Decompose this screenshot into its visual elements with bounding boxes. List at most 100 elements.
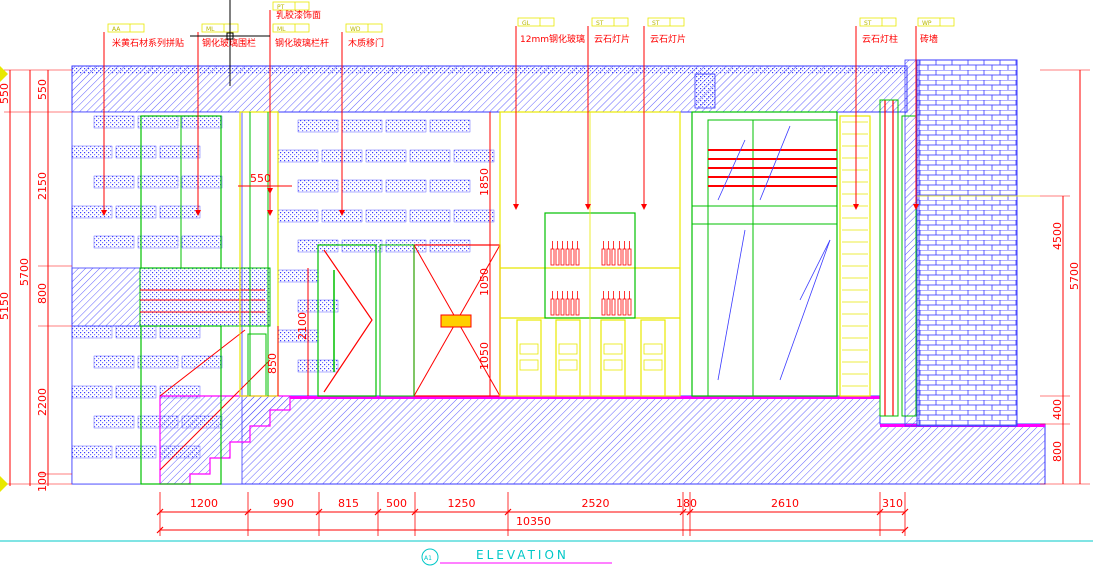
stone-tile	[429, 239, 471, 253]
bottle-icon	[601, 241, 616, 266]
bottom-dim-segment: 990	[273, 497, 294, 510]
annotation-text: 云石灯柱	[862, 33, 898, 45]
bottle-icon	[550, 241, 565, 266]
annotation-tag: ML 钢化玻璃围栏	[195, 23, 256, 216]
bar-stool	[516, 319, 542, 397]
interior-dim-1850: 1850	[478, 168, 491, 196]
interior-dimensions	[238, 112, 491, 396]
bottom-dim-segment: 180	[676, 497, 697, 510]
stone-tile	[297, 119, 339, 133]
annotation-text: 乳胶漆饰面	[276, 9, 321, 21]
annotation-text: 12mm钢化玻璃	[520, 33, 585, 45]
annotation-text: 木质移门	[348, 37, 384, 49]
stone-tile	[341, 179, 383, 193]
stone-tile	[71, 385, 113, 399]
bottom-dim-segment: 2610	[771, 497, 799, 510]
interior-dim-1050-upper: 1050	[478, 268, 491, 296]
stone-tile	[93, 415, 135, 429]
stone-tile	[181, 115, 223, 129]
left-dim-5150: 5150	[0, 292, 11, 320]
stone-tile	[429, 179, 471, 193]
bottle-icon	[565, 291, 580, 316]
bottom-dim-total: 10350	[516, 515, 551, 528]
stone-tile	[181, 175, 223, 189]
stone-tile	[409, 209, 451, 223]
annotation-text: 钢化玻璃栏杆	[275, 37, 329, 49]
bottom-dimensions	[0, 492, 1093, 542]
stone-tile	[71, 205, 113, 219]
svg-text:ML: ML	[206, 26, 215, 33]
elevation-label: ELEVATION	[476, 548, 569, 562]
svg-text:PT: PT	[277, 4, 285, 11]
elevation-marker: A1	[424, 555, 432, 562]
stone-tile	[137, 235, 179, 249]
stone-tile	[159, 145, 201, 159]
interior-dim-550: 550	[250, 172, 271, 185]
annotation-text: 云石灯片	[594, 33, 630, 45]
annotation-text: 云石灯片	[650, 33, 686, 45]
staircase	[159, 329, 291, 485]
bottle-icon	[617, 291, 632, 316]
bottom-dim-segment: 1250	[448, 497, 476, 510]
svg-text:GL: GL	[522, 20, 531, 27]
bottom-dim-segment: 815	[338, 497, 359, 510]
bar-display	[499, 111, 681, 397]
annotation-tag: GL 12mm钢化玻璃	[513, 17, 585, 210]
light-column	[839, 99, 917, 417]
stone-tile	[277, 209, 319, 223]
door-x	[379, 244, 501, 397]
interior-dim-850: 850	[266, 353, 279, 374]
stone-tile	[385, 179, 427, 193]
bar-stool	[640, 319, 666, 397]
stone-tile	[409, 149, 451, 163]
stone-tile	[297, 179, 339, 193]
bottle-icon	[565, 241, 580, 266]
left-dim-2150: 2150	[36, 172, 49, 200]
svg-text:ST: ST	[864, 20, 872, 27]
right-dim-5700: 5700	[1068, 262, 1081, 290]
brick-wall	[904, 59, 1018, 427]
bottle-icon	[617, 241, 632, 266]
stone-tile	[137, 175, 179, 189]
stone-tile	[365, 209, 407, 223]
right-dim-400: 400	[1051, 399, 1064, 420]
left-dim-100: 100	[36, 471, 49, 492]
wooden-sliding-door	[317, 244, 377, 397]
elevation-title: A1 ELEVATION	[421, 548, 612, 566]
left-dimensions	[0, 66, 72, 492]
stone-tile	[93, 115, 135, 129]
annotation-tag: ST 云石灯片	[585, 17, 630, 210]
stone-tile	[341, 119, 383, 133]
cad-crosshair-cursor	[190, 0, 270, 86]
right-dim-800: 800	[1051, 441, 1064, 462]
svg-text:ST: ST	[652, 20, 660, 27]
bottle-icon	[550, 291, 565, 316]
bottom-dim-segment: 310	[882, 497, 903, 510]
annotation-tag: ST 云石灯片	[641, 17, 686, 210]
annotation-text: 钢化玻璃围栏	[202, 37, 256, 49]
glass-partition	[691, 111, 838, 397]
ceiling-slab	[71, 65, 908, 113]
stone-tile	[181, 355, 223, 369]
stone-tile	[71, 325, 113, 339]
svg-text:WP: WP	[922, 20, 932, 27]
right-dim-4500: 4500	[1051, 222, 1064, 250]
svg-text:ST: ST	[596, 20, 604, 27]
right-dimensions	[917, 69, 1090, 485]
bottle-icon	[601, 291, 616, 316]
annotation-text: 米黄石材系列拼贴	[112, 37, 184, 49]
stone-tile	[137, 115, 179, 129]
stone-tile	[115, 145, 157, 159]
left-dim-5700: 5700	[18, 258, 31, 286]
annotation-tag: ST 云石灯柱	[853, 17, 898, 210]
svg-text:WD: WD	[350, 26, 361, 33]
stone-tile	[137, 355, 179, 369]
stone-tile	[429, 119, 471, 133]
bar-stool	[600, 319, 626, 397]
